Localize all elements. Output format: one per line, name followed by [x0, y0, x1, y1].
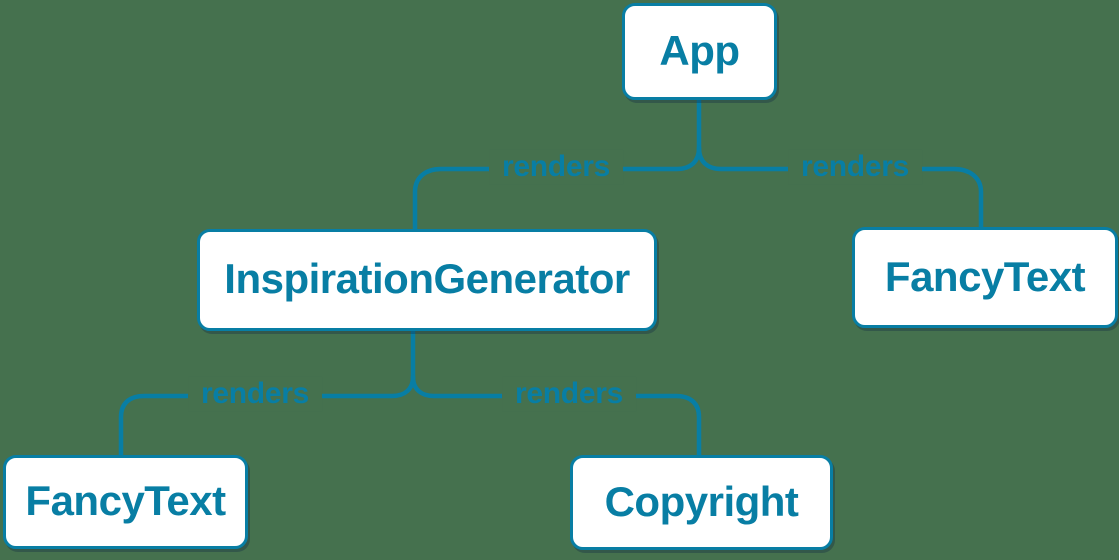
node-fancytext-top-right-label: FancyText [884, 252, 1086, 300]
node-fancytext-bottom-left-label: FancyText [25, 477, 226, 524]
connector-app-to-inspiration-generator [412, 145, 702, 235]
connector-inspiration-generator-to-fancytext [118, 374, 416, 460]
edge-label-renders-inspiration-generator-copyright: renders [502, 376, 636, 412]
edge-label-renders-inspiration-generator-fancytext: renders [188, 376, 322, 412]
edge-label-renders-app-inspiration-generator: renders [489, 149, 623, 185]
node-inspiration-generator-label: InspirationGenerator [224, 255, 630, 302]
connector-app-to-fancytext [696, 145, 984, 232]
node-copyright: Copyright [570, 455, 833, 550]
node-app-label: App [659, 26, 740, 74]
node-app: App [622, 3, 777, 100]
node-fancytext-bottom-left: FancyText [3, 455, 248, 549]
node-copyright-label: Copyright [604, 477, 799, 525]
node-inspiration-generator: InspirationGenerator [197, 229, 657, 331]
node-fancytext-top-right: FancyText [852, 227, 1118, 328]
edge-label-renders-app-fancytext: renders [788, 149, 922, 185]
connector-inspiration-generator-to-copyright [410, 374, 702, 460]
